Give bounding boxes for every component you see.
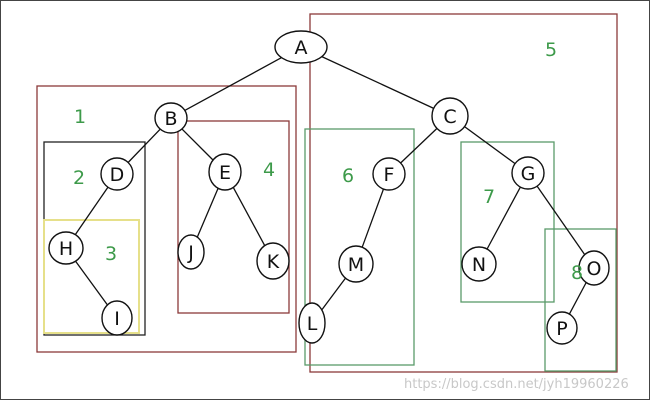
edge-D-H [74, 186, 109, 235]
tree-node-M: M [338, 245, 374, 283]
region-labels-layer: 1 2 3 4 5 6 7 8 [73, 39, 583, 284]
edge-G-O [536, 185, 586, 255]
edge-G-N [486, 186, 521, 250]
tree-node-N: N [461, 246, 497, 282]
edge-B-E [181, 128, 214, 161]
node-circle-B [154, 102, 188, 134]
region-label-6: 6 [342, 165, 354, 187]
tree-node-J: J [177, 234, 205, 270]
region-box-5 [309, 13, 618, 373]
node-label-B: B [164, 108, 177, 130]
nodes-layer: A B C D E F G H I J K L M N O P [48, 30, 610, 345]
node-label-L: L [307, 313, 318, 335]
node-circle-N [461, 246, 497, 282]
node-circle-P [546, 311, 578, 345]
node-circle-H [48, 231, 84, 265]
tree-node-C: C [431, 97, 469, 135]
edge-F-M [361, 188, 385, 248]
node-label-H: H [59, 238, 73, 260]
edge-H-I [75, 260, 108, 306]
edge-C-F [400, 127, 438, 164]
node-circle-D [100, 157, 134, 191]
tree-node-L: L [298, 302, 326, 344]
tree-node-I: I [101, 300, 133, 336]
region-label-3: 3 [105, 243, 117, 265]
regions-layer [36, 13, 618, 373]
region-label-2: 2 [73, 167, 85, 189]
node-label-G: G [521, 163, 536, 185]
tree-node-P: P [546, 311, 578, 345]
node-circle-A [274, 30, 328, 64]
edge-C-G [464, 126, 516, 165]
tree-node-F: F [372, 157, 406, 191]
edge-A-C [321, 56, 434, 109]
tree-node-E: E [208, 153, 242, 191]
region-box-6 [304, 128, 415, 366]
edge-A-B [184, 57, 282, 111]
tree-node-O: O [578, 250, 610, 286]
edges-layer [74, 56, 587, 315]
node-label-C: C [443, 106, 456, 128]
node-circle-E [208, 153, 242, 191]
tree-node-A: A [274, 30, 328, 64]
region-box-8 [544, 228, 617, 372]
node-circle-I [101, 300, 133, 336]
tree-node-H: H [48, 231, 84, 265]
region-label-5: 5 [545, 39, 557, 61]
region-box-3 [43, 219, 140, 334]
node-label-K: K [267, 251, 280, 273]
tree-node-B: B [154, 102, 188, 134]
edge-B-D [127, 128, 161, 163]
watermark-text: https://blog.csdn.net/jyh19960226 [404, 377, 629, 392]
region-box-4 [177, 120, 290, 314]
edge-O-P [568, 282, 587, 315]
region-label-8: 8 [571, 262, 583, 284]
region-label-7: 7 [483, 186, 495, 208]
node-label-A: A [295, 37, 308, 59]
tree-node-K: K [256, 242, 290, 280]
node-circle-J [177, 234, 205, 270]
tree-node-G: G [511, 156, 545, 190]
node-circle-M [338, 245, 374, 283]
node-label-P: P [556, 318, 567, 340]
region-label-1: 1 [74, 106, 86, 128]
node-circle-K [256, 242, 290, 280]
node-label-O: O [587, 258, 602, 280]
node-label-N: N [472, 254, 486, 276]
node-label-M: M [348, 254, 364, 276]
node-label-F: F [384, 164, 395, 186]
region-box-1 [36, 85, 297, 353]
edge-M-L [321, 277, 347, 311]
node-circle-L [298, 302, 326, 344]
node-circle-F [372, 157, 406, 191]
node-circle-O [578, 250, 610, 286]
node-label-D: D [110, 164, 125, 186]
node-circle-C [431, 97, 469, 135]
node-circle-G [511, 156, 545, 190]
region-box-7 [460, 141, 555, 303]
node-label-J: J [187, 242, 194, 264]
edge-E-J [196, 187, 219, 238]
node-label-I: I [114, 308, 120, 330]
edge-E-K [232, 187, 266, 246]
node-label-E: E [219, 162, 231, 184]
tree-node-D: D [100, 157, 134, 191]
region-label-4: 4 [263, 159, 275, 181]
